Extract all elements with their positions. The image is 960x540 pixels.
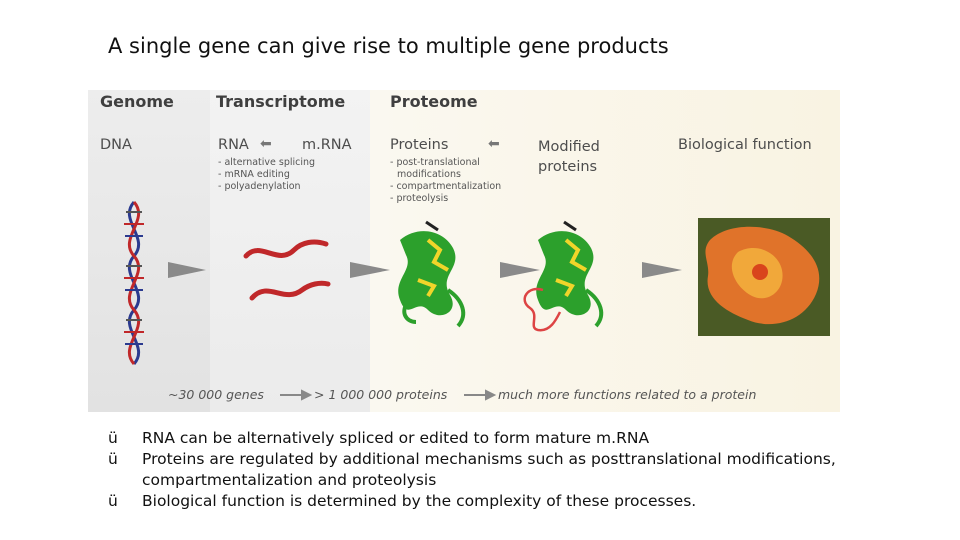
modified-line: proteins [538, 157, 600, 177]
modified-line: Modified [538, 137, 600, 157]
header-transcriptome: Transcriptome [216, 92, 345, 111]
bullet-text: Proteins are regulated by additional mec… [142, 450, 836, 489]
dna-helix-icon [124, 202, 144, 364]
label-rna: RNA [218, 137, 249, 153]
label-modified-proteins: Modified proteins [538, 137, 600, 177]
header-proteome: Proteome [390, 92, 478, 111]
note-line: modifications [390, 169, 501, 181]
bottom-genes: ~30 000 genes [168, 387, 264, 402]
slide-title: A single gene can give rise to multiple … [108, 34, 669, 58]
bullet-text: Biological function is determined by the… [142, 492, 696, 510]
rna-arrow-icon: ⬅ [260, 136, 272, 152]
note-line: - proteolysis [390, 193, 501, 205]
proteins-arrow-icon: ⬅ [488, 136, 500, 152]
check-icon: ü [108, 428, 118, 449]
note-line: - alternative splicing [218, 157, 315, 169]
check-icon: ü [108, 449, 118, 470]
label-proteins: Proteins [390, 137, 448, 153]
note-line: - mRNA editing [218, 169, 315, 181]
check-icon: ü [108, 491, 118, 512]
bullet-item: ü RNA can be alternatively spliced or ed… [108, 428, 908, 449]
protein-notes: - post-translational modifications - com… [390, 157, 501, 205]
bullet-item: ü Biological function is determined by t… [108, 491, 908, 512]
bullet-item: ü Proteins are regulated by additional m… [108, 449, 908, 491]
bottom-functions: much more functions related to a protein [498, 387, 756, 402]
note-line: - compartmentalization [390, 181, 501, 193]
bullet-text: RNA can be alternatively spliced or edit… [142, 429, 649, 447]
note-line: - post-translational [390, 157, 501, 169]
protein-icon [398, 222, 463, 326]
note-line: - polyadenylation [218, 181, 315, 193]
header-genome: Genome [100, 92, 174, 111]
label-biological-function: Biological function [678, 137, 812, 153]
transcript-notes: - alternative splicing - mRNA editing - … [218, 157, 315, 193]
biological-function-icon [698, 218, 830, 336]
modified-protein-icon [525, 222, 602, 330]
label-dna: DNA [100, 137, 132, 153]
gene-expression-figure: Genome Transcriptome Proteome DNA RNA ⬅ … [88, 90, 840, 412]
bullet-list: ü RNA can be alternatively spliced or ed… [108, 428, 908, 512]
bottom-proteins: > 1 000 000 proteins [314, 387, 447, 402]
label-mrna: m.RNA [302, 137, 352, 153]
mrna-strand-icon [246, 242, 328, 298]
